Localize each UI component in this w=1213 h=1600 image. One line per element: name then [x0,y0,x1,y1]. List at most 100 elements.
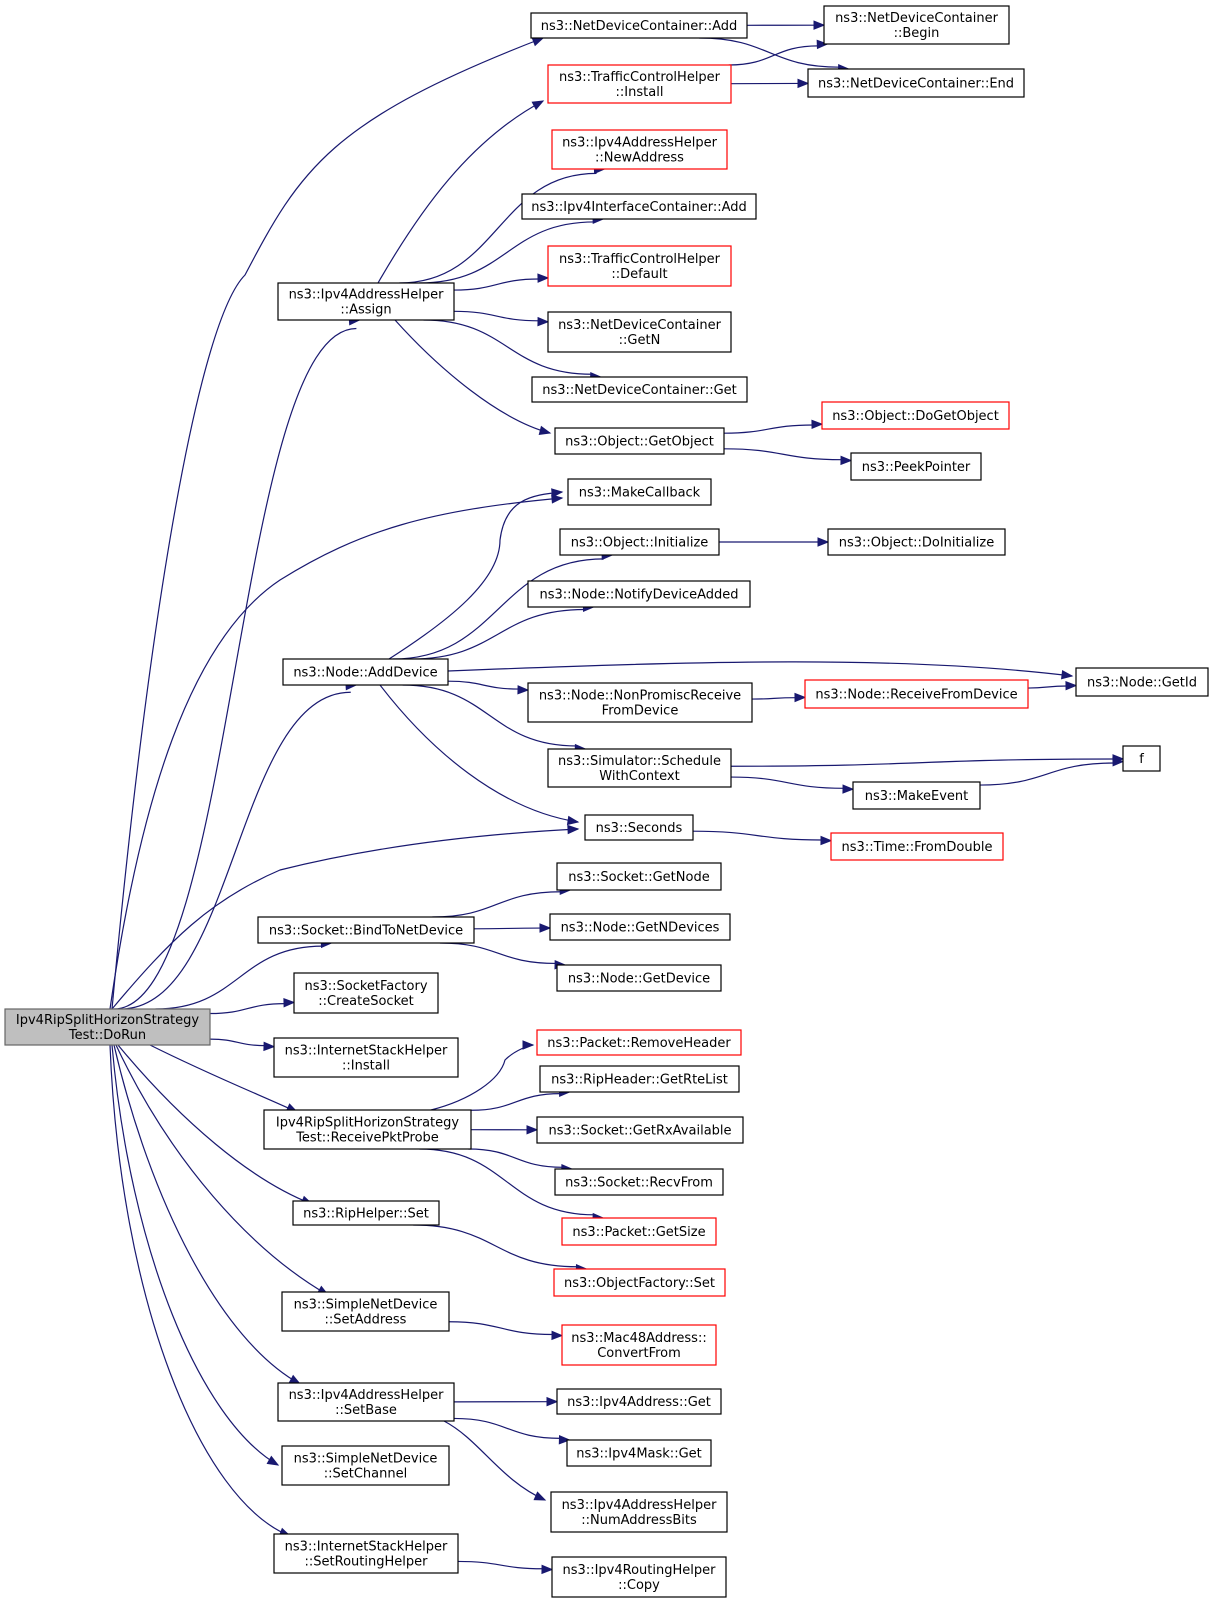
node-iah_setbase[interactable]: ns3::Ipv4AddressHelper::SetBase [277,1382,455,1422]
node-iah_assign[interactable]: ns3::Ipv4AddressHelper::Assign [277,282,455,321]
node-label: ns3::Socket::GetNode [568,870,709,885]
node-riphelper_set[interactable]: ns3::RipHelper::Set [292,1200,440,1226]
edge-line [155,945,323,1010]
edge-line [453,310,540,322]
node-sock_getnode[interactable]: ns3::Socket::GetNode [556,862,722,891]
node-pkt_getsize[interactable]: ns3::Packet::GetSize [561,1217,717,1246]
node-time_fromdouble[interactable]: ns3::Time::FromDouble [830,832,1004,861]
node-label: ns3::Ipv4Address::Get [567,1395,711,1410]
edge-line [399,172,597,284]
node-makecallback[interactable]: ns3::MakeCallback [567,478,712,506]
node-snd_setchannel[interactable]: ns3::SimpleNetDevice::SetChannel [281,1445,450,1486]
node-ndc_begin[interactable]: ns3::NetDeviceContainer::Begin [823,5,1010,45]
node-ipv4addr_get[interactable]: ns3::Ipv4Address::Get [556,1388,722,1415]
edge-iah_assign-to-obj_getobject [394,319,552,435]
node-ndc_add[interactable]: ns3::NetDeviceContainer::Add [530,12,748,39]
node-label: ns3::InternetStackHelper [285,1044,448,1059]
edge-arrowhead [1112,757,1125,767]
node-receiveprobe[interactable]: Ipv4RipSplitHorizonStrategyTest::Receive… [263,1109,472,1150]
edge-iah_assign-to-ndc_getn [453,310,550,327]
node-obj_dogetobject[interactable]: ns3::Object::DoGetObject [821,401,1010,430]
edge-line [723,448,843,461]
edge-line [149,1044,298,1113]
edge-sock_bind-to-node_getndevices [473,923,552,933]
node-label: f [1139,752,1144,767]
node-label: ns3::Node::NonPromiscReceive [539,689,741,704]
node-ndc_getn[interactable]: ns3::NetDeviceContainer::GetN [547,311,732,353]
edge-root-to-ish_install [209,1038,276,1052]
edge-line [113,1044,301,1385]
node-obj_initialize[interactable]: ns3::Object::Initialize [559,528,720,556]
node-iic_add[interactable]: ns3::Ipv4InterfaceContainer::Add [521,193,757,220]
edge-line [423,319,593,375]
node-node_notify[interactable]: ns3::Node::NotifyDeviceAdded [527,580,751,608]
node-f[interactable]: f [1122,745,1161,772]
node-tch_default[interactable]: ns3::TrafficControlHelper::Default [547,245,732,287]
edge-line [411,608,585,660]
node-makeevent[interactable]: ns3::MakeEvent [852,781,981,810]
node-obj_doinitialize[interactable]: ns3::Object::DoInitialize [827,528,1006,556]
node-ish_install[interactable]: ns3::InternetStackHelper::Install [273,1037,459,1078]
node-node_receive[interactable]: ns3::Node::ReceiveFromDevice [804,679,1029,709]
node-label: ::SetBase [335,1403,397,1418]
node-box [566,1439,712,1467]
edge-iah_assign-to-tch_default [453,273,550,291]
edge-line [392,558,604,660]
node-box [281,1445,450,1486]
edge-arrowhead [263,1041,276,1052]
node-snd_setaddress[interactable]: ns3::SimpleNetDevice::SetAddress [281,1291,450,1332]
node-iah_numaddrbits[interactable]: ns3::Ipv4AddressHelper::NumAddressBits [550,1491,728,1533]
node-ndc_end[interactable]: ns3::NetDeviceContainer::End [807,68,1025,98]
edge-line [979,762,1115,786]
node-label: ns3::NetDeviceContainer [835,11,999,26]
node-rip_getrtelist[interactable]: ns3::RipHeader::GetRteList [539,1065,740,1093]
node-ish_setrouting[interactable]: ns3::InternetStackHelper::SetRoutingHelp… [273,1533,459,1574]
node-box [827,528,1006,556]
node-mac48_convert[interactable]: ns3::Mac48Address::ConvertFrom [561,1324,717,1366]
node-label: ns3::Socket::BindToNetDevice [269,924,463,939]
edge-arrowhead [797,78,810,89]
node-seconds[interactable]: ns3::Seconds [584,814,694,841]
edge-ndc_add-to-ndc_begin [746,20,826,30]
node-node_adddevice[interactable]: ns3::Node::AddDevice [282,658,449,686]
node-objfactory_set[interactable]: ns3::ObjectFactory::Set [553,1268,726,1297]
edge-line [699,37,840,68]
edge-arrowhead [531,37,545,47]
node-box [547,311,732,353]
node-sockfactory[interactable]: ns3::SocketFactory::CreateSocket [293,972,439,1014]
node-ndc_get[interactable]: ns3::NetDeviceContainer::Get [531,376,748,403]
node-ipv4mask_get[interactable]: ns3::Ipv4Mask::Get [566,1439,712,1467]
node-box [273,1533,459,1574]
node-node_getid[interactable]: ns3::Node::GetId [1075,667,1209,697]
edge-arrowhead [1065,680,1078,691]
edge-ish_setrouting-to-irh_copy [457,1560,554,1575]
node-sock_bind[interactable]: ns3::Socket::BindToNetDevice [257,916,475,944]
node-node_getdevice[interactable]: ns3::Node::GetDevice [556,964,722,992]
edge-line [109,1044,291,1537]
node-label: ns3::RipHeader::GetRteList [551,1073,728,1088]
node-pkt_removeheader[interactable]: ns3::Packet::RemoveHeader [536,1029,742,1056]
node-sock_getrx[interactable]: ns3::Socket::GetRxAvailable [536,1116,744,1144]
node-label: ns3::Packet::GetSize [572,1225,705,1240]
node-peekpointer[interactable]: ns3::PeekPointer [850,452,982,481]
node-node_getndevices[interactable]: ns3::Node::GetNDevices [549,913,731,941]
node-label: ns3::Node::GetNDevices [561,921,720,936]
edge-line [439,942,557,965]
node-tch_install[interactable]: ns3::TrafficControlHelper::Install [547,64,732,104]
node-sock_recvfrom[interactable]: ns3::Socket::RecvFrom [554,1168,724,1196]
edge-line [470,1093,561,1111]
node-irh_copy[interactable]: ns3::Ipv4RoutingHelper::Copy [551,1556,727,1598]
node-box [804,679,1029,709]
node-iah_newaddress[interactable]: ns3::Ipv4AddressHelper::NewAddress [551,129,728,170]
node-obj_getobject[interactable]: ns3::Object::GetObject [554,427,725,455]
edge-line [473,927,542,930]
edge-root-to-ish_setrouting [109,1044,292,1537]
node-box [559,528,720,556]
edge-arrowhead [566,815,580,826]
node-label: ::Default [611,267,667,282]
node-box [263,1109,472,1150]
